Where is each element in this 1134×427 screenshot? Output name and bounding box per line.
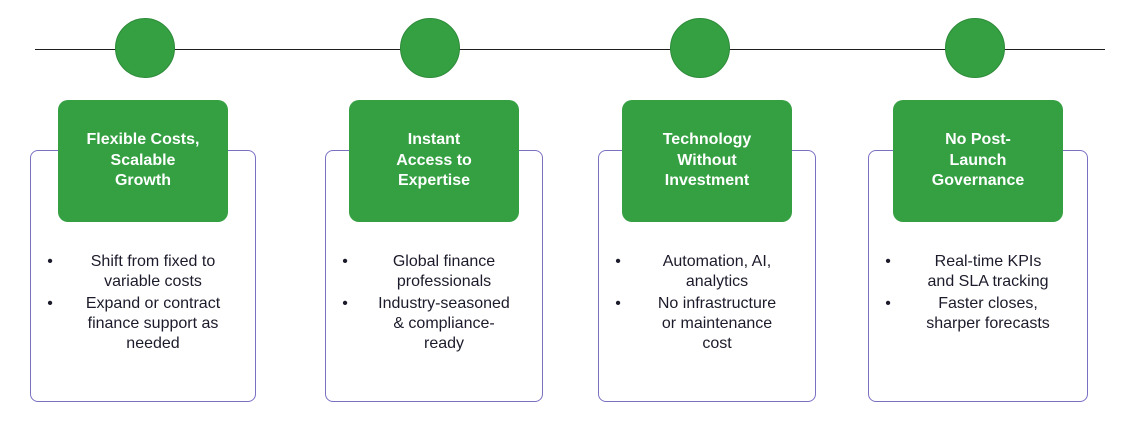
bullet-text: Faster closes, sharper forecasts <box>926 295 1050 332</box>
bullet-text: Real-time KPIs and SLA tracking <box>927 253 1049 290</box>
bullet-text: Expand or contract finance support as ne… <box>85 295 221 352</box>
bullet-icon: • <box>342 295 348 312</box>
card-governance: No Post- Launch Governance • Real-time K… <box>868 100 1088 402</box>
card-bullet-list: • Real-time KPIs and SLA tracking • Fast… <box>878 252 1078 336</box>
bullet-icon: • <box>885 253 891 270</box>
bullet-text: Global finance professionals <box>392 253 496 290</box>
card-technology-investment: Technology Without Investment • Automati… <box>598 100 816 402</box>
bullet-icon: • <box>47 295 53 312</box>
card-bullet-list: • Shift from fixed to variable costs • E… <box>40 252 246 356</box>
timeline-node-2 <box>400 18 460 78</box>
timeline-node-4 <box>945 18 1005 78</box>
timeline-node-3 <box>670 18 730 78</box>
bullet-icon: • <box>615 295 621 312</box>
bullet-icon: • <box>615 253 621 270</box>
card-title: Flexible Costs, Scalable Growth <box>58 100 228 222</box>
bullet-text: Shift from fixed to variable costs <box>90 253 216 290</box>
card-flexible-costs: Flexible Costs, Scalable Growth • Shift … <box>30 100 256 402</box>
card-instant-access: Instant Access to Expertise • Global fin… <box>325 100 543 402</box>
bullet-icon: • <box>342 253 348 270</box>
timeline-node-1 <box>115 18 175 78</box>
bullet-icon: • <box>47 253 53 270</box>
card-title: No Post- Launch Governance <box>893 100 1063 222</box>
list-item: • Industry-seasoned & compliance- ready <box>335 294 533 354</box>
bullet-text: No infrastructure or maintenance cost <box>657 295 777 352</box>
list-item: • Global finance professionals <box>335 252 533 292</box>
card-title: Technology Without Investment <box>622 100 792 222</box>
list-item: • Faster closes, sharper forecasts <box>878 294 1078 334</box>
card-bullet-list: • Global finance professionals • Industr… <box>335 252 533 356</box>
list-item: • No infrastructure or maintenance cost <box>608 294 806 354</box>
bullet-text: Automation, AI, analytics <box>662 253 772 290</box>
list-item: • Automation, AI, analytics <box>608 252 806 292</box>
card-title: Instant Access to Expertise <box>349 100 519 222</box>
timeline-line <box>35 49 1105 50</box>
list-item: • Shift from fixed to variable costs <box>40 252 246 292</box>
list-item: • Expand or contract finance support as … <box>40 294 246 354</box>
bullet-icon: • <box>885 295 891 312</box>
card-bullet-list: • Automation, AI, analytics • No infrast… <box>608 252 806 356</box>
list-item: • Real-time KPIs and SLA tracking <box>878 252 1078 292</box>
bullet-text: Industry-seasoned & compliance- ready <box>378 295 510 352</box>
